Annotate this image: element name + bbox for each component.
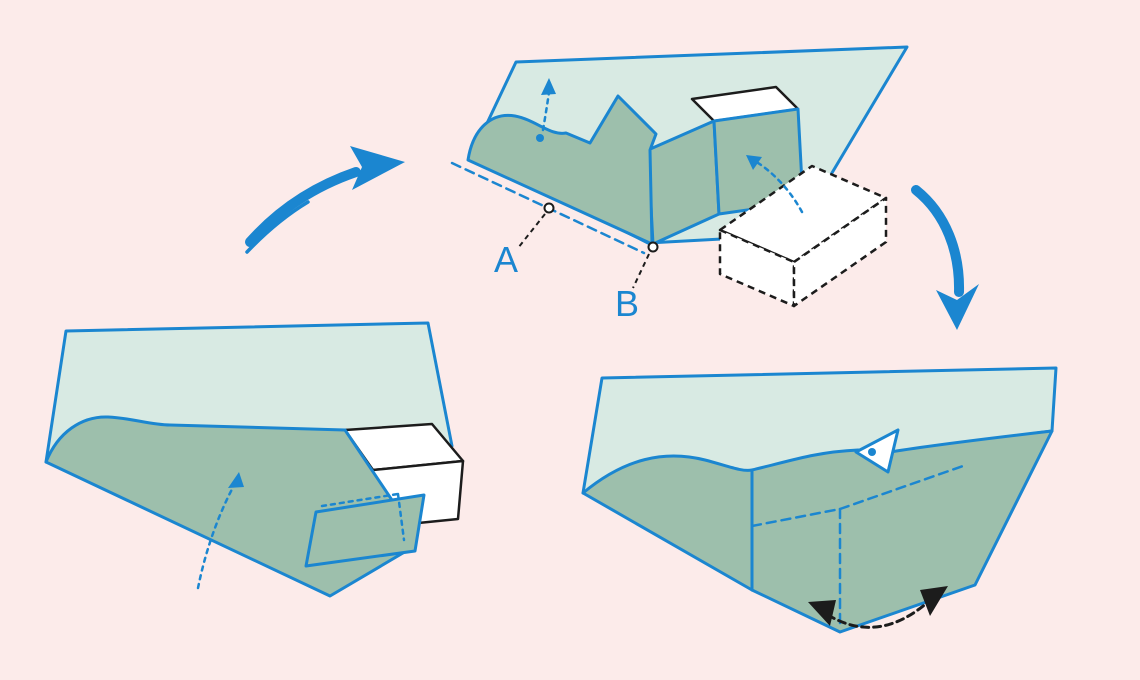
step2-crease-line-1 xyxy=(320,492,400,508)
slide-in-arrow-icon xyxy=(753,159,804,214)
step-1-figure: A B xyxy=(450,45,909,324)
adjust-arrowhead-right xyxy=(920,586,948,616)
step3-hidden-box-edge-1 xyxy=(750,507,842,528)
adjust-double-arrow-icon xyxy=(808,586,948,629)
label-b-leader-line xyxy=(632,253,650,289)
step3-corner-dot xyxy=(868,448,876,456)
ghost-box-right-face xyxy=(792,196,888,308)
flow-arrow-down-stroke xyxy=(911,185,965,297)
step2-fold-arrow-icon xyxy=(196,478,239,590)
flow-arrow-right-flick xyxy=(245,200,310,254)
fold-pivot-dot xyxy=(536,134,544,142)
step3-paper-corner-triangle xyxy=(854,428,900,474)
label-a: A xyxy=(494,239,518,280)
ghost-box-dashed xyxy=(718,164,888,308)
step3-wrapped-paper xyxy=(581,429,1054,634)
adjust-arrowhead-left xyxy=(808,600,836,626)
label-b: B xyxy=(615,283,639,324)
fold-up-arrowhead-icon xyxy=(541,78,556,95)
flow-arrow-right-icon xyxy=(245,146,405,254)
point-b-marker xyxy=(647,241,659,253)
step1-folded-paper xyxy=(466,94,658,246)
adjust-arrow-curve xyxy=(826,600,930,629)
step2-corner-wrap xyxy=(304,493,426,568)
flow-arrow-right-head xyxy=(350,146,405,190)
slide-in-arrowhead-icon xyxy=(746,155,762,170)
label-a-leader-line xyxy=(517,213,546,249)
step2-crease-line-2 xyxy=(396,492,406,542)
step-3-figure xyxy=(581,366,1058,634)
point-a-marker xyxy=(543,202,555,214)
flow-arrow-down-icon xyxy=(911,185,979,330)
flow-arrow-right-stroke xyxy=(245,167,361,247)
step-2-figure xyxy=(44,321,465,598)
step2-fold-arrowhead-icon xyxy=(228,472,244,488)
flow-arrow-down-head xyxy=(936,284,979,330)
step3-hidden-box-edge-2 xyxy=(838,464,965,511)
